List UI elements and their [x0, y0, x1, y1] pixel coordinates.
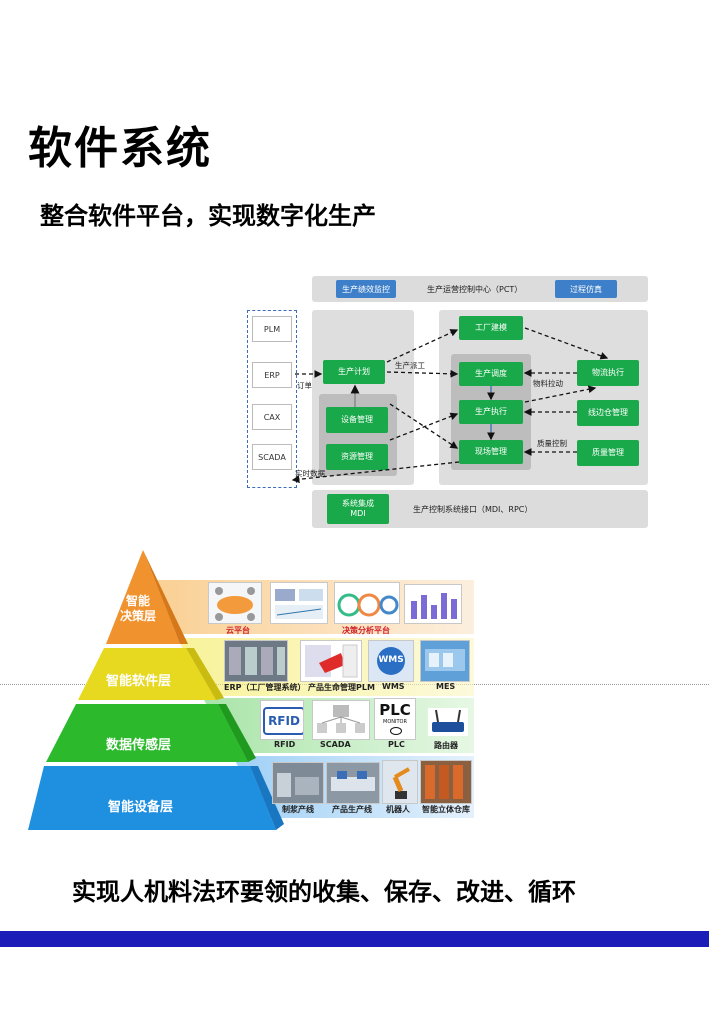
robot-image [382, 760, 418, 804]
architecture-diagram: 生产绩效监控 生产运营控制中心（PCT） 过程仿真 PLM ERP CAX SC… [247, 272, 652, 530]
pulp-line-image [272, 762, 324, 804]
page-subtitle: 整合软件平台，实现数字化生产 [40, 202, 376, 230]
interface-label: 生产控制系统接口（MDI、RPC） [413, 505, 533, 514]
gauges-image [334, 582, 400, 624]
layer-label-sensing: 数据传感层 [106, 738, 172, 753]
side-item-erp: ERP [252, 362, 292, 388]
caption-product-line: 产品生产线 [332, 805, 372, 814]
caption-scada: SCADA [320, 740, 351, 749]
footer-bar [0, 931, 709, 947]
performance-monitor-button: 生产绩效监控 [336, 280, 396, 298]
external-systems-group [247, 310, 297, 488]
caption-pulp-line: 制浆产线 [282, 805, 314, 814]
rfid-image: RFID [260, 700, 304, 740]
eye-icon [390, 727, 402, 735]
layer-label-equipment: 智能设备层 [108, 800, 174, 815]
box-logistics-execution: 物流执行 [577, 360, 639, 386]
page-title: 软件系统 [28, 123, 212, 174]
wms-image-text: WMS [378, 655, 404, 665]
caption-mes: MES [436, 682, 456, 691]
side-item-plm: PLM [252, 316, 292, 342]
plc-image: PLC MONITOR [374, 698, 416, 740]
side-item-cax: CAX [252, 404, 292, 430]
box-resource-mgmt: 资源管理 [326, 444, 388, 470]
box-production-plan: 生产计划 [323, 360, 385, 384]
plm-image [300, 640, 362, 682]
warehouse-image [420, 760, 472, 804]
control-center-label: 生产运营控制中心（PCT） [427, 285, 523, 294]
process-simulation-button: 过程仿真 [555, 280, 617, 298]
erp-image [224, 640, 288, 682]
caption-wms: WMS [382, 682, 405, 691]
wms-image: WMS [368, 640, 414, 682]
label-realtime-data: 实时数据 [295, 469, 325, 478]
caption-cloud-platform: 云平台 [226, 626, 250, 635]
plc-image-subtext: MONITOR [383, 719, 407, 725]
mes-image [420, 640, 470, 682]
label-order: 订单 [297, 381, 312, 390]
caption-decision-analytics: 决策分析平台 [342, 626, 390, 635]
cloud-platform-image [208, 582, 262, 624]
bar-stats-image [404, 584, 462, 624]
label-dispatch: 生产派工 [395, 361, 425, 370]
box-equipment-mgmt: 设备管理 [326, 407, 388, 433]
plc-image-text: PLC [379, 701, 411, 719]
box-mdi: 系统集成 MDI [327, 494, 389, 524]
scada-image [312, 700, 370, 740]
layer-label-software: 智能软件层 [106, 674, 172, 689]
rfid-image-text: RFID [263, 707, 303, 735]
caption-robot: 机器人 [386, 805, 410, 814]
layer-label-decision: 智能 决策层 [120, 594, 157, 623]
caption-plc: PLC [388, 740, 405, 749]
dashboard-image [270, 582, 328, 624]
box-production-execution: 生产执行 [459, 400, 523, 424]
box-quality-mgmt: 质量管理 [577, 440, 639, 466]
box-production-dispatch: 生产调度 [459, 362, 523, 386]
product-line-image [326, 762, 380, 804]
box-factory-modeling: 工厂建模 [459, 316, 523, 340]
summary-text: 实现人机料法环要领的收集、保存、改进、循环 [72, 878, 576, 906]
caption-plm: 产品生命管理PLM [308, 683, 375, 692]
router-image [428, 708, 468, 736]
side-item-scada: SCADA [252, 444, 292, 470]
label-material-pull: 物料拉动 [533, 379, 563, 388]
pyramid-diagram: 智能 决策层 智能软件层 数据传感层 智能设备层 云平台 决策分析平台 WMS … [28, 548, 474, 834]
box-lineside-warehouse: 线边仓管理 [577, 400, 639, 426]
caption-rfid: RFID [274, 740, 296, 749]
caption-erp: ERP（工厂管理系统） [224, 683, 306, 692]
label-quality-control: 质量控制 [537, 439, 567, 448]
caption-router: 路由器 [434, 741, 458, 750]
flow-arrows [291, 327, 609, 484]
box-site-mgmt: 现场管理 [459, 440, 523, 464]
caption-warehouse: 智能立体仓库 [422, 805, 470, 814]
